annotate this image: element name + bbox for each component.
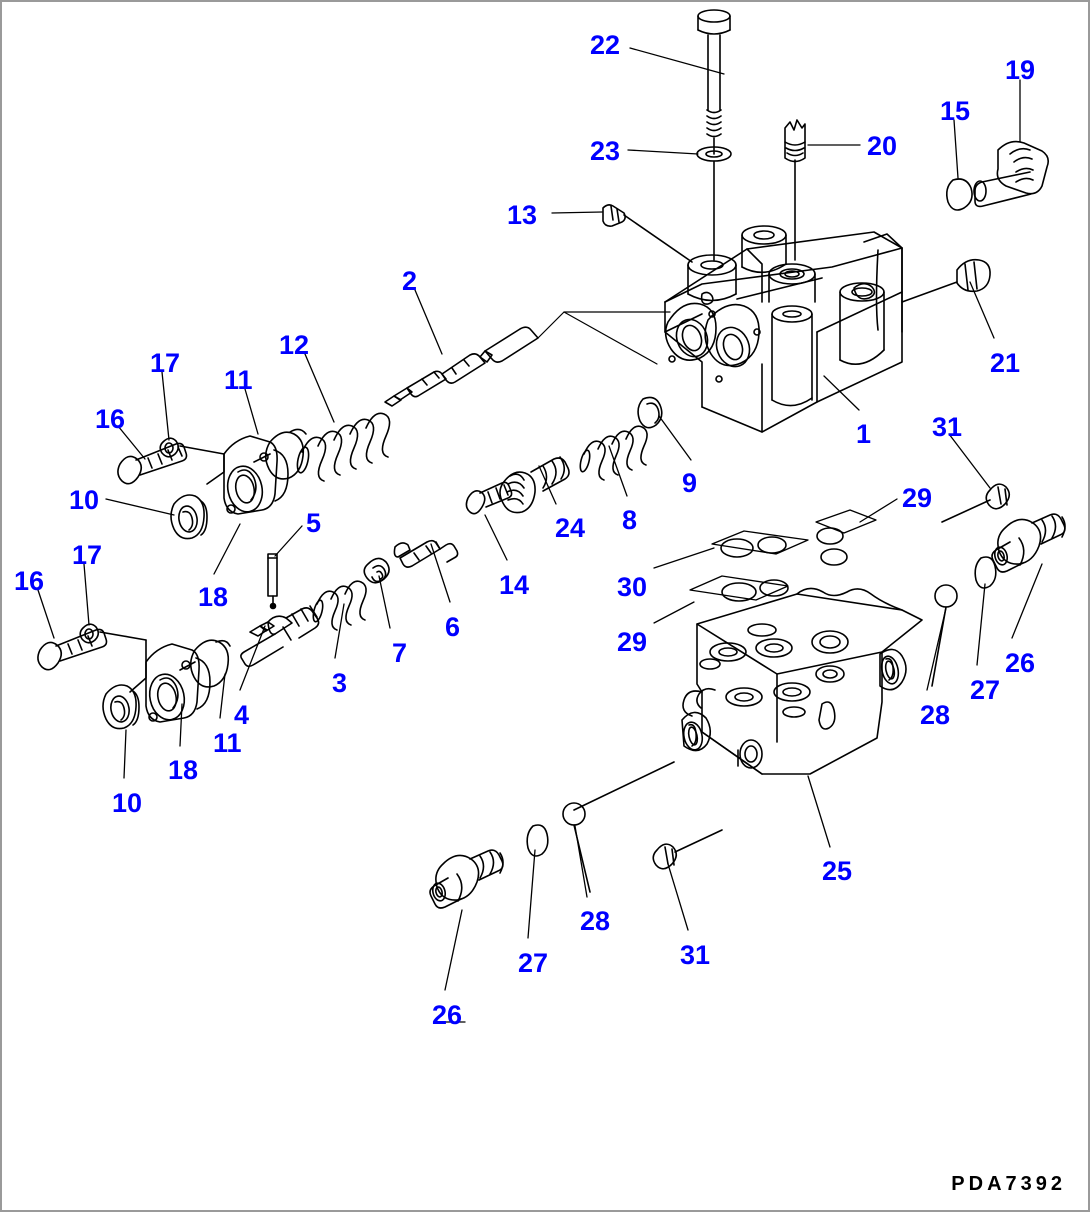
part-17-washer	[159, 437, 225, 485]
part-10-oilseal	[170, 494, 208, 540]
callout-29-upper: 29	[902, 483, 933, 513]
callout-10-lower: 10	[112, 788, 143, 818]
callout-30: 30	[617, 572, 648, 602]
callout-1: 1	[856, 419, 872, 449]
callout-16: 16	[95, 404, 126, 434]
part-19-fitting	[973, 140, 1049, 208]
part-9-oring	[637, 396, 663, 429]
part-16-capscrew	[117, 442, 188, 485]
callout-13: 13	[507, 200, 538, 230]
part-26-fitting-right	[991, 513, 1066, 573]
callout-5: 5	[306, 508, 322, 538]
callout-17: 17	[150, 348, 181, 378]
callout-10: 10	[69, 485, 100, 515]
part-26b-fitting-lower	[429, 849, 504, 909]
callout-8: 8	[622, 505, 638, 535]
part-29-gasket-mid	[689, 575, 789, 602]
part-25-valve-body-lower	[681, 587, 923, 775]
drawing-number: PDA7392	[951, 1173, 1066, 1195]
callout-6: 6	[445, 612, 461, 642]
callout-17-lower: 17	[72, 540, 103, 570]
part-8-spring	[579, 425, 648, 481]
part-7-nut	[363, 557, 390, 584]
part-3-spring-lower	[312, 580, 367, 631]
callout-26-lower: 26	[432, 1000, 463, 1030]
callout-4: 4	[234, 700, 250, 730]
part-5-springpin	[267, 553, 278, 610]
part-1-valve-body	[664, 225, 903, 433]
callout-19: 19	[1005, 55, 1036, 85]
part-15-oring	[946, 178, 973, 211]
part-4-spool-lower	[240, 605, 320, 668]
callout-21: 21	[990, 348, 1021, 378]
callout-15: 15	[940, 96, 971, 126]
callout-22: 22	[590, 30, 621, 60]
body-boss-5	[839, 282, 885, 366]
callout-2: 2	[402, 266, 418, 296]
part-27-oring-right	[974, 556, 997, 589]
callout-14: 14	[499, 570, 530, 600]
callout-29-lower: 29	[617, 627, 648, 657]
callout-26: 26	[1005, 648, 1036, 678]
callout-28: 28	[920, 700, 951, 730]
callout-3: 3	[332, 668, 348, 698]
callout-12: 12	[279, 330, 310, 360]
part-11b-bushing	[179, 639, 231, 688]
callout-28-lower: 28	[580, 906, 611, 936]
part-28-ball-right	[931, 584, 958, 687]
body-boss-2	[741, 225, 787, 274]
callout-16-lower: 16	[14, 566, 45, 596]
callout-23: 23	[590, 136, 621, 166]
part-10b-oilseal	[102, 684, 140, 730]
part-18-flange	[223, 435, 289, 515]
part-27b-oring-lower	[526, 824, 549, 857]
part-24-reliefvalve	[499, 456, 570, 514]
callout-25: 25	[822, 856, 853, 886]
callout-9: 9	[682, 468, 698, 498]
part-20-plug	[784, 119, 806, 261]
callout-24: 24	[555, 513, 586, 543]
part-21-plugcap	[901, 258, 991, 303]
callout-27-lower: 27	[518, 948, 549, 978]
part-31b-bolt-lower	[652, 829, 723, 870]
part-29b-gasket-right	[815, 509, 877, 566]
part-14-springseat	[465, 481, 513, 515]
callout-31: 31	[932, 412, 963, 442]
part-18b-flange	[145, 643, 211, 723]
leader-lines	[37, 47, 1043, 1023]
part-22-bolt	[697, 9, 731, 155]
body-boss-4	[771, 305, 813, 407]
part-31-bolt-right	[941, 483, 1011, 523]
part-28b-ball-lower	[562, 761, 675, 893]
body-boss-3	[768, 263, 816, 303]
callout-18: 18	[198, 582, 229, 612]
callout-11: 11	[224, 365, 253, 395]
part-16b-capscrew	[37, 628, 108, 671]
body-port-flange	[664, 302, 761, 383]
body-boss-1	[687, 254, 737, 302]
part-17b-washer	[79, 623, 147, 693]
part-12-spring	[296, 412, 391, 482]
part-2-spool	[384, 311, 671, 407]
callout-20: 20	[867, 131, 898, 161]
part-30-gasket-upper	[711, 530, 809, 558]
callout-11-lower: 11	[213, 728, 242, 758]
part-13-plug	[602, 204, 693, 263]
callout-7: 7	[392, 638, 408, 668]
part-6-pushrod	[393, 539, 459, 568]
callout-27: 27	[970, 675, 1001, 705]
callout-31-lower: 31	[680, 940, 711, 970]
callout-18-lower: 18	[168, 755, 199, 785]
